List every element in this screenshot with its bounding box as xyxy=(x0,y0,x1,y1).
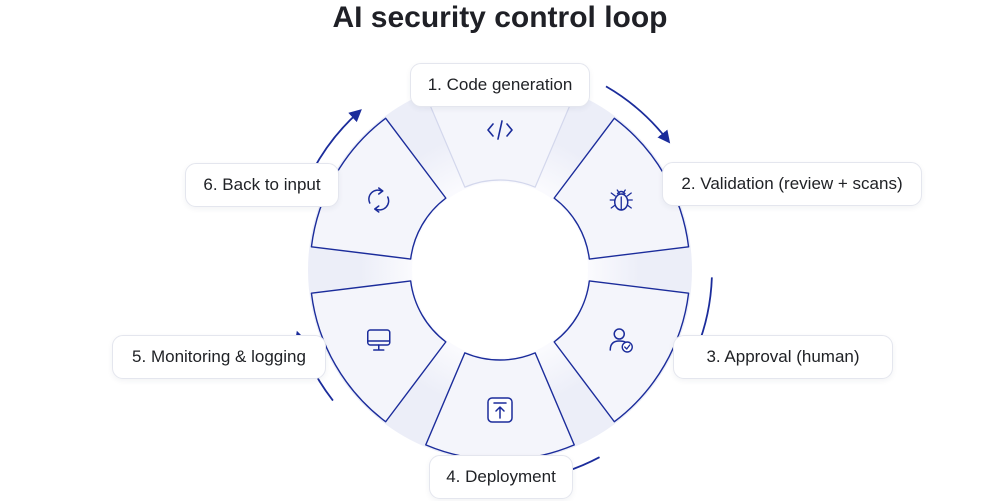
diagram-title: AI security control loop xyxy=(332,1,668,34)
monitor-icon xyxy=(367,329,391,351)
ring-segment-5 xyxy=(310,280,447,423)
user-check-icon xyxy=(609,328,633,353)
code-icon xyxy=(487,120,513,140)
step-4-label: 4. Deployment xyxy=(429,455,573,499)
step-1-label: 1. Code generation xyxy=(410,63,590,107)
step-6-label: 6. Back to input xyxy=(185,163,339,207)
step-3-label: 3. Approval (human) xyxy=(673,335,893,379)
bug-icon xyxy=(609,189,633,211)
refresh-icon xyxy=(368,187,390,213)
step-2-label: 2. Validation (review + scans) xyxy=(662,162,922,206)
flow-arrow-1 xyxy=(605,85,671,144)
upload-icon xyxy=(487,397,513,423)
step-5-label: 5. Monitoring & logging xyxy=(112,335,326,379)
ring-segment-2 xyxy=(553,117,690,260)
